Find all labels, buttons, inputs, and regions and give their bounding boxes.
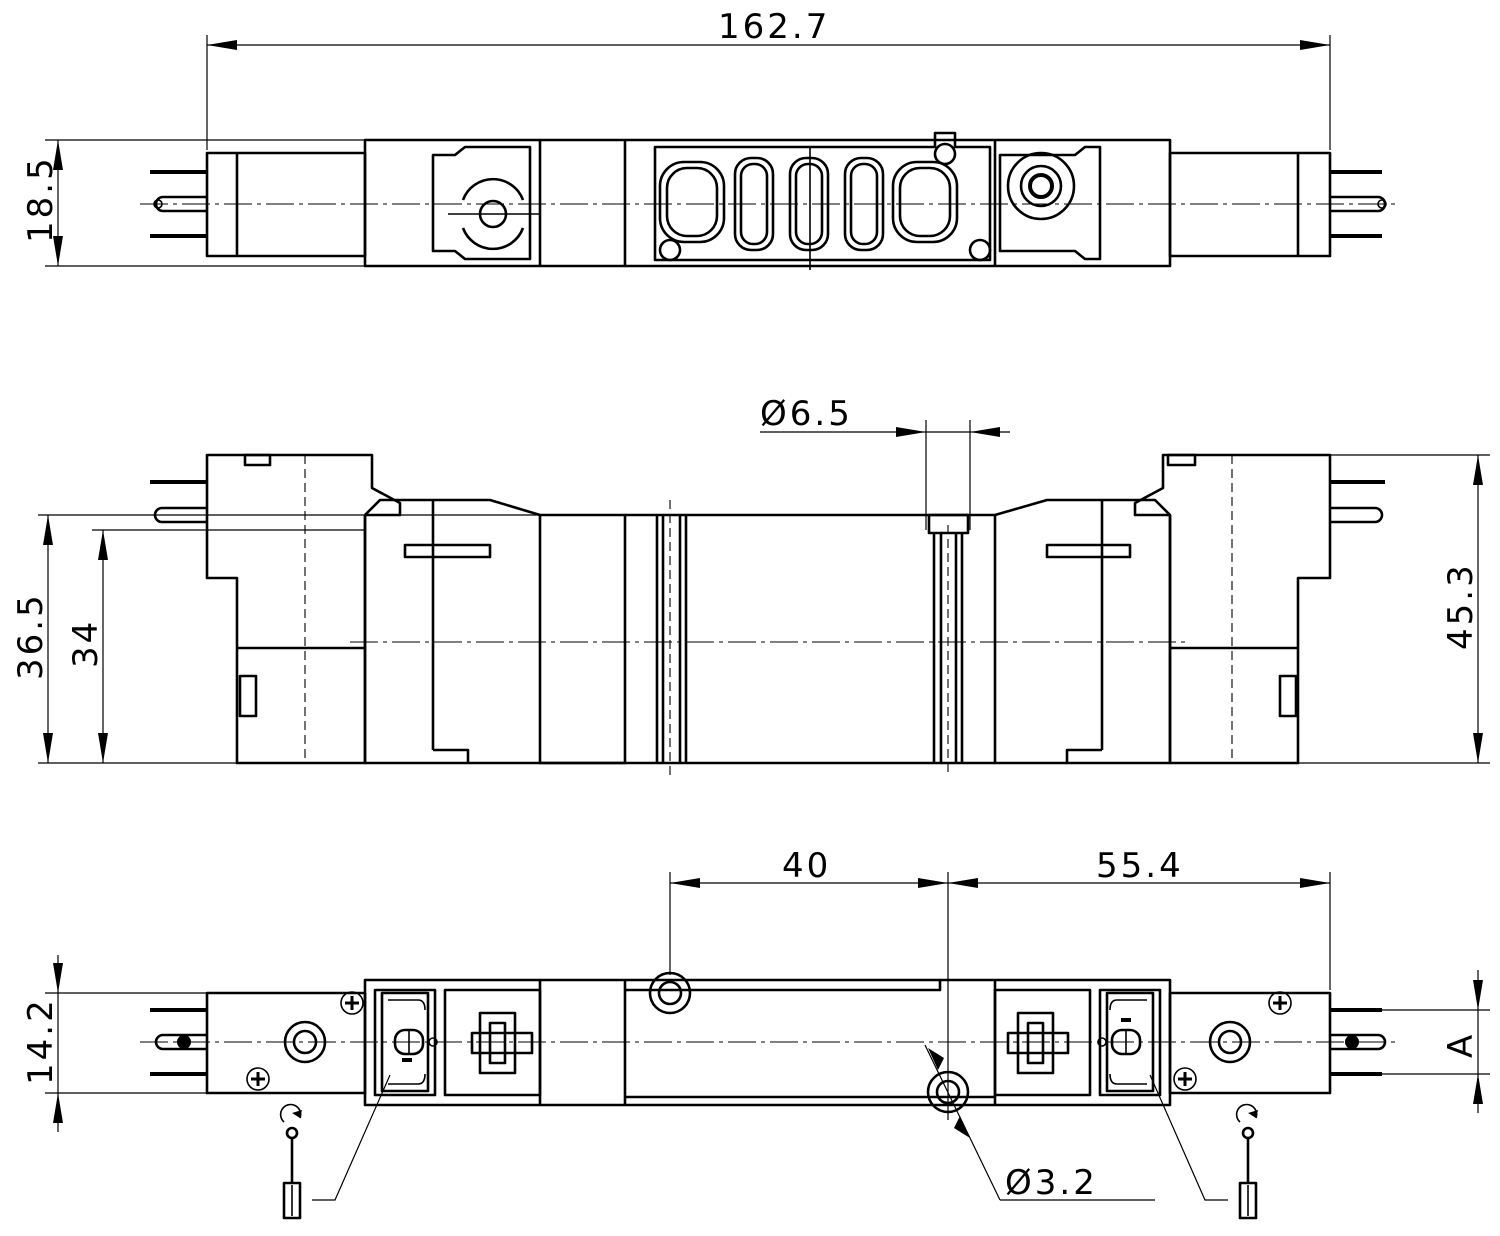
dim-top-height: 18.5: [21, 155, 61, 243]
dim-height-34: 34: [66, 619, 106, 668]
dim-height-total: 45.3: [1441, 562, 1481, 650]
dim-bottom-height: 14.2: [21, 997, 61, 1085]
bottom-view: 40 55.4 14.2 A: [21, 846, 1490, 1220]
dim-spacing-55-4: 55.4: [1096, 846, 1184, 886]
top-view: 162.7 18.5: [21, 7, 1395, 270]
dim-height-36-5: 36.5: [11, 592, 51, 680]
dim-spacing-40: 40: [782, 846, 831, 886]
side-view: Ø6.5 45.3 36.5 34: [11, 394, 1490, 775]
dim-port-diameter: Ø6.5: [760, 394, 853, 434]
dim-label-a: A: [1441, 1032, 1481, 1058]
screwdriver-icon: [279, 1103, 302, 1220]
screwdriver-icon: [1235, 1103, 1258, 1220]
dim-hole-diameter: Ø3.2: [1005, 1163, 1098, 1203]
dim-overall-length: 162.7: [718, 7, 830, 47]
